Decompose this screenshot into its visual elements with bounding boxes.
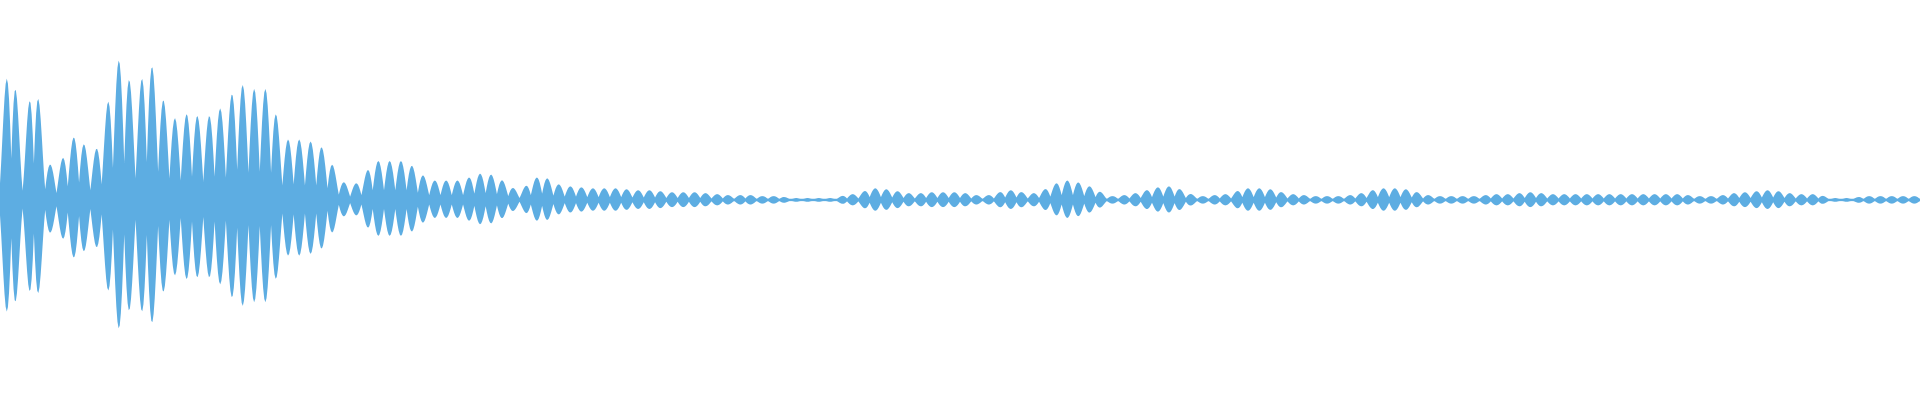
- waveform-shape: [0, 60, 1920, 329]
